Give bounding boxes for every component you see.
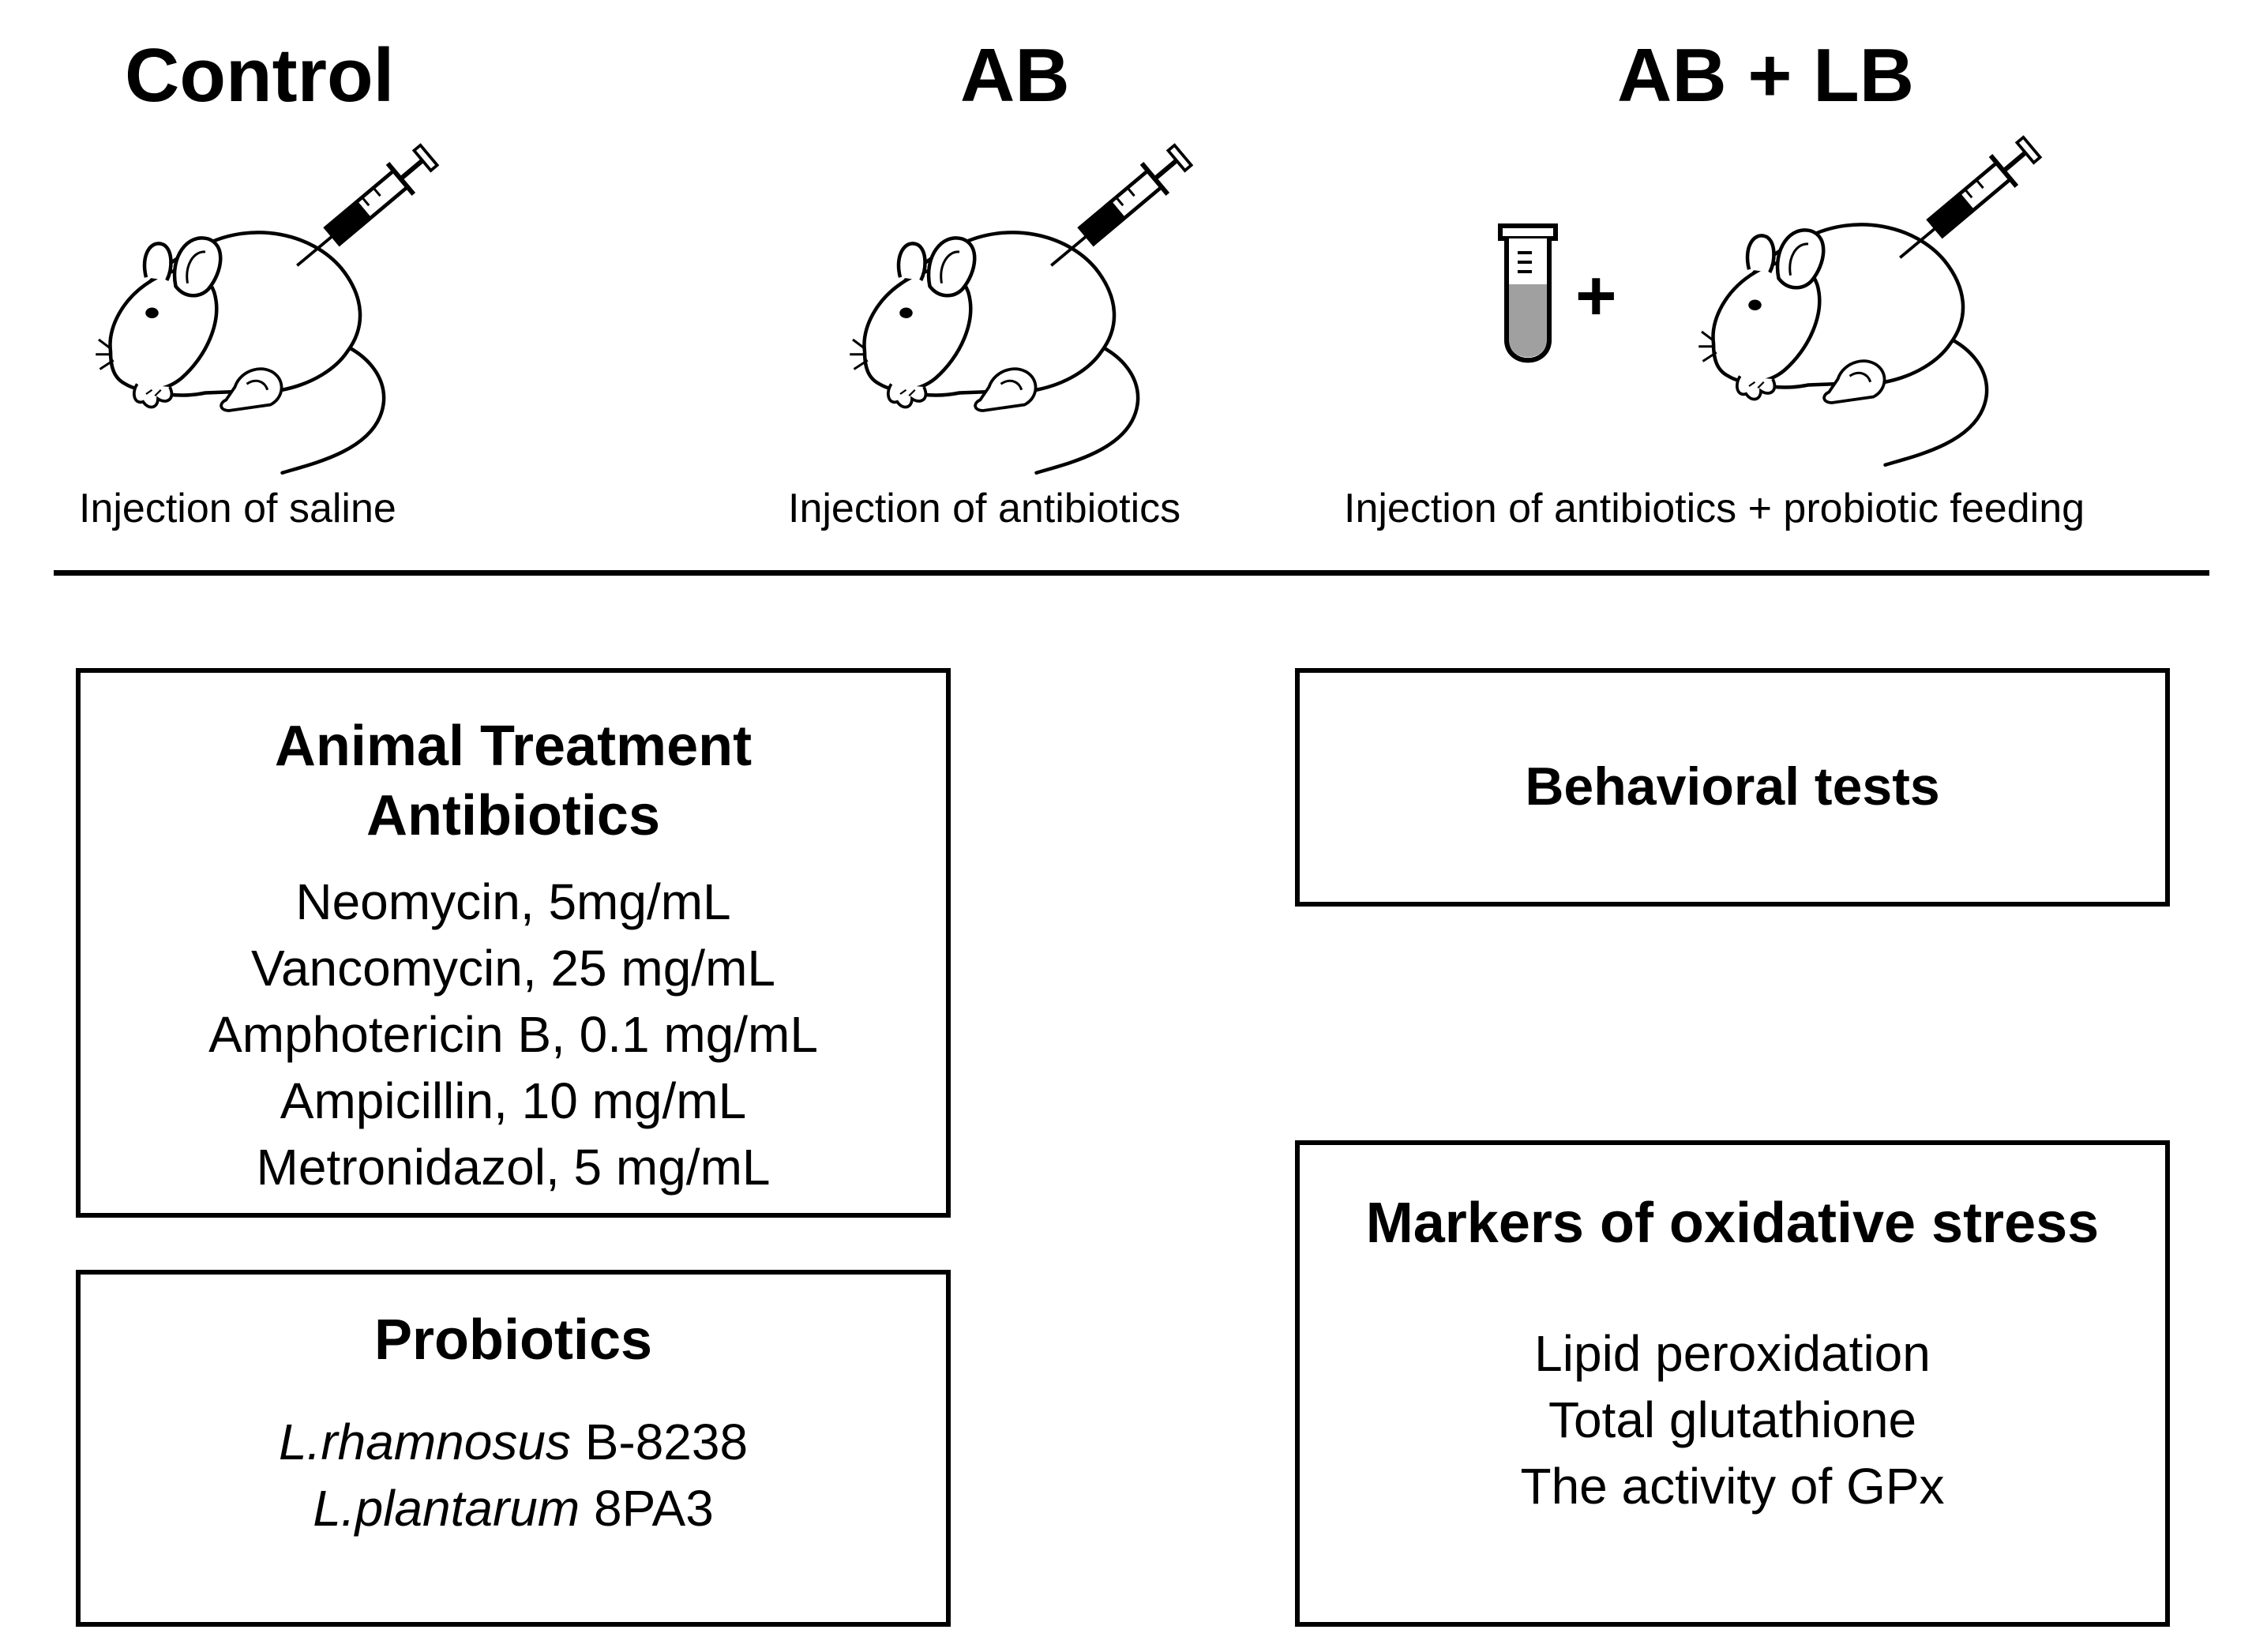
probiotics-list: L.rhamnosus B-8238 L.plantarum 8PA3	[81, 1409, 946, 1541]
caption-ab-lb: Injection of antibiotics + probiotic fee…	[1344, 486, 2085, 531]
test-tube-icon	[1498, 223, 1558, 363]
oxidative-title: Markers of oxidative stress	[1365, 1192, 2100, 1255]
strain-name: 8PA3	[580, 1480, 714, 1537]
list-item: L.rhamnosus B-8238	[81, 1409, 946, 1475]
list-item: Amphotericin B, 0.1 mg/mL	[208, 1006, 818, 1063]
list-item: Metronidazol, 5 mg/mL	[256, 1139, 771, 1196]
section-divider	[54, 570, 2209, 576]
oxidative-box: Markers of oxidative stress Lipid peroxi…	[1295, 1140, 2170, 1627]
behavior-box: Behavioral tests	[1295, 668, 2170, 907]
species-name: L.plantarum	[313, 1480, 580, 1537]
caption-ab: Injection of antibiotics	[788, 486, 1181, 531]
list-item: Total glutathione	[1548, 1391, 1917, 1448]
probiotics-title: Probiotics	[373, 1308, 653, 1372]
caption-control: Injection of saline	[79, 486, 396, 531]
antibiotics-list: Neomycin, 5mg/mL Vancomycin, 25 mg/mL Am…	[81, 869, 946, 1200]
list-item: Lipid peroxidation	[1534, 1325, 1931, 1382]
list-item: L.plantarum 8PA3	[81, 1475, 946, 1541]
strain-name: B-8238	[570, 1414, 749, 1470]
list-item: The activity of GPx	[1520, 1458, 1945, 1515]
behavior-title: Behavioral tests	[1525, 757, 1940, 817]
group-title-control: Control	[125, 33, 395, 118]
treatment-title-line1: Animal Treatment	[274, 715, 753, 778]
group-title-ab: AB	[960, 33, 1070, 118]
species-name: L.rhamnosus	[278, 1414, 571, 1470]
group-title-ab-lb: AB + LB	[1617, 33, 1915, 118]
mouse-ab-lb-icon	[1635, 142, 2077, 474]
mouse-control-icon	[32, 150, 474, 482]
list-item: Neomycin, 5mg/mL	[295, 873, 731, 930]
probiotics-box: Probiotics L.rhamnosus B-8238 L.plantaru…	[76, 1270, 951, 1627]
list-item: Vancomycin, 25 mg/mL	[251, 940, 775, 997]
treatment-box: Animal Treatment Antibiotics Neomycin, 5…	[76, 668, 951, 1218]
treatment-title-line2: Antibiotics	[366, 784, 660, 847]
mouse-ab-icon	[786, 150, 1228, 482]
list-item: Ampicillin, 10 mg/mL	[280, 1072, 747, 1129]
plus-sign: +	[1575, 257, 1617, 336]
oxidative-markers-list: Lipid peroxidation Total glutathione The…	[1300, 1320, 2165, 1519]
